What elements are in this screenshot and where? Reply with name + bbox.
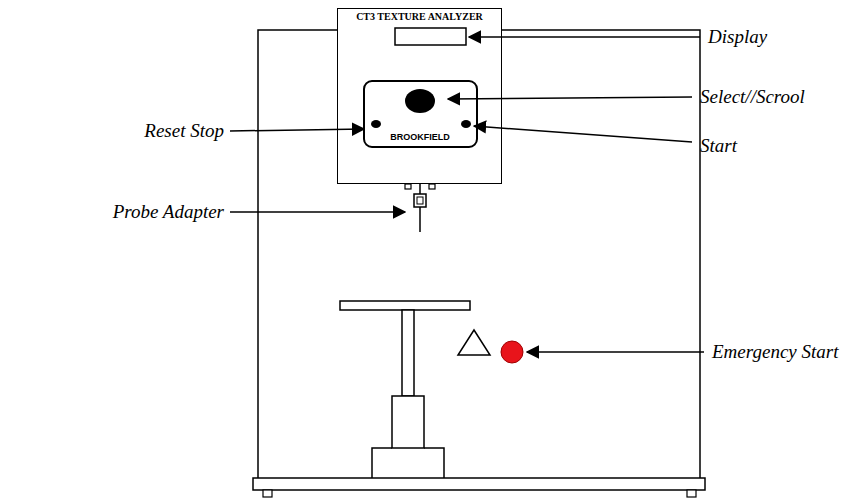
sample-table xyxy=(340,301,470,310)
display-label: Display xyxy=(708,26,767,48)
start-label: Start xyxy=(700,135,737,157)
leader-arrow xyxy=(474,126,692,142)
probe-adapter-slot xyxy=(417,197,423,204)
select-knob xyxy=(405,89,435,113)
select-label: Select//Scrool xyxy=(700,86,805,108)
mount-bump xyxy=(405,184,411,189)
probe-label: Probe Adapter xyxy=(113,201,224,223)
start-button xyxy=(461,120,471,128)
leader-arrow xyxy=(527,351,704,353)
reset-button xyxy=(371,120,381,128)
mount-bump xyxy=(429,184,435,189)
warning-triangle xyxy=(458,330,490,355)
display-screen xyxy=(395,28,466,45)
table-column xyxy=(392,396,424,448)
probe-adapter xyxy=(414,194,426,207)
frame xyxy=(258,30,700,478)
probe-shaft xyxy=(419,184,421,194)
base-plate xyxy=(253,478,705,490)
leader-arrow xyxy=(448,97,692,99)
table-base xyxy=(372,448,444,478)
emergency-button xyxy=(501,341,523,363)
analyzer-head: CT3 TEXTURE ANALYZER BROOKFIELD xyxy=(337,8,502,184)
reset-label: Reset Stop xyxy=(144,120,224,142)
table-stem xyxy=(402,310,414,396)
foot xyxy=(687,490,696,497)
device-title: CT3 TEXTURE ANALYZER xyxy=(338,11,501,23)
control-panel: BROOKFIELD xyxy=(363,80,478,148)
foot xyxy=(263,490,272,497)
leader-arrow xyxy=(230,129,364,131)
emergency-label: Emergency Start xyxy=(712,341,838,363)
brand-name: BROOKFIELD xyxy=(365,131,476,143)
leader-arrow xyxy=(230,211,405,213)
leader-arrow xyxy=(469,36,700,38)
probe xyxy=(419,207,421,232)
